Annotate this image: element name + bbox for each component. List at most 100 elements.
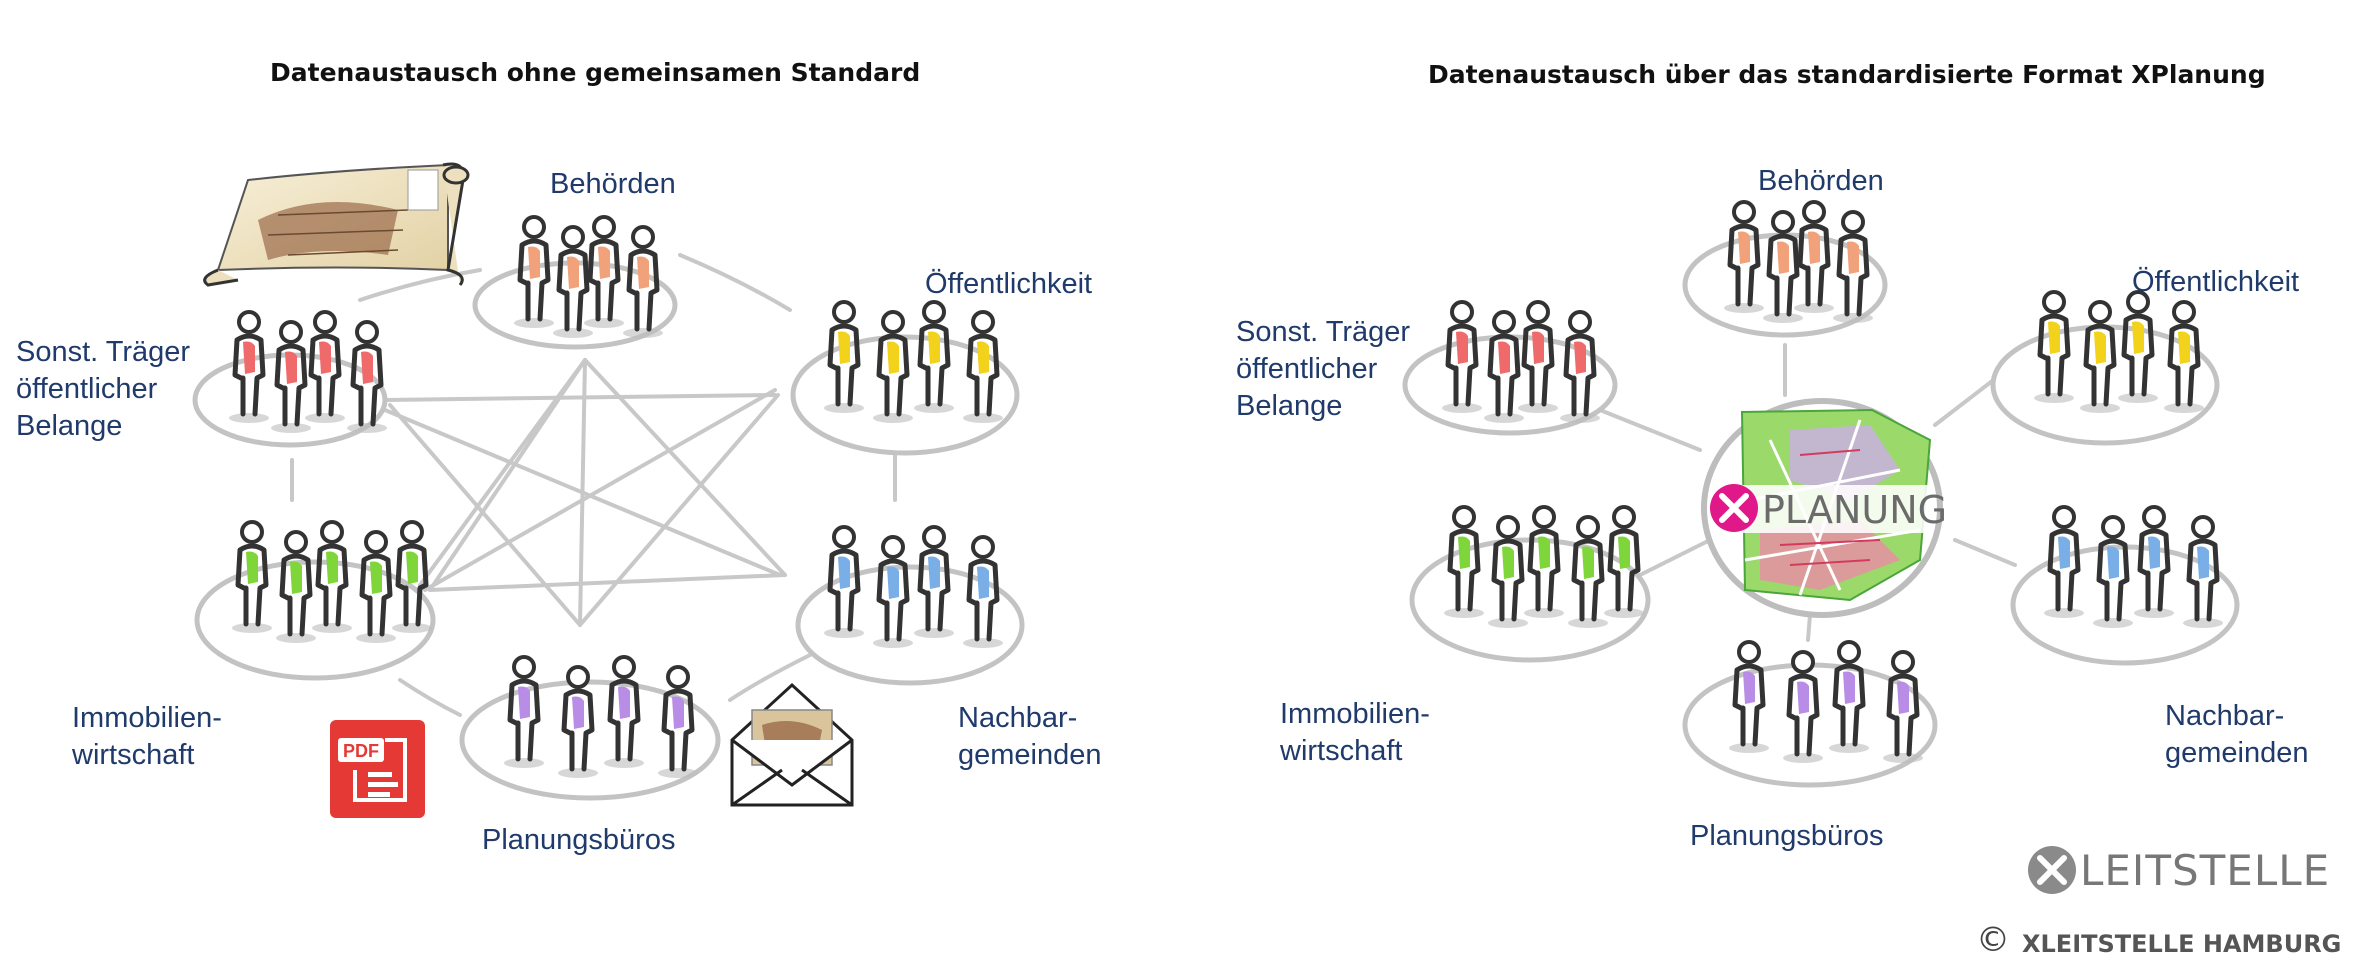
right-group-behoerden-people — [1724, 200, 1873, 323]
left-group-nachbar-people — [824, 525, 1003, 648]
person-figure — [1783, 650, 1823, 763]
person-figure — [1829, 640, 1869, 753]
right-label-sonst-line2: öffentlicher — [1236, 353, 1378, 385]
right-label-immo-line2: wirtschaft — [1280, 735, 1403, 767]
left-group-oeffentlichkeit-oval — [790, 334, 1020, 456]
person-figure — [658, 665, 698, 778]
left-group-immobilien-people — [232, 520, 432, 643]
left-label-immo-line1: Immobilien- — [72, 702, 222, 734]
person-figure — [963, 535, 1003, 648]
left-label-sonst-line2: öffentlicher — [16, 373, 158, 405]
left-panel-title: Datenaustausch ohne gemeinsamen Standard — [270, 58, 921, 87]
right-group-planung-people — [1729, 640, 1923, 763]
person-figure — [1488, 515, 1528, 628]
person-figure — [623, 225, 663, 338]
person-figure — [2080, 300, 2120, 413]
person-figure — [356, 530, 396, 643]
right-label-immo-line1: Immobilien- — [1280, 698, 1430, 730]
right-group-immobilien-people — [1444, 505, 1644, 628]
person-figure — [963, 310, 1003, 423]
right-spokes — [1598, 343, 2017, 642]
person-figure — [229, 310, 269, 423]
person-figure — [1442, 300, 1482, 413]
right-label-behoerden: Behörden — [1758, 165, 1884, 197]
xleitstelle-logo-text: LEITSTELLE — [2080, 846, 2331, 895]
right-panel-title: Datenaustausch über das standardisierte … — [1428, 60, 2266, 89]
person-figure — [2044, 505, 2084, 618]
left-group-behoerden-people — [514, 215, 663, 338]
person-figure — [1833, 210, 1873, 323]
person-figure — [824, 300, 864, 413]
right-label-planungsbueros: Planungsbüros — [1690, 820, 1884, 852]
xplanung-map-icon: PLANUNG — [1701, 398, 1947, 618]
person-figure — [347, 320, 387, 433]
person-figure — [914, 300, 954, 413]
right-label-sonst-line1: Sonst. Träger — [1236, 316, 1411, 348]
person-figure — [271, 320, 311, 433]
person-figure — [232, 520, 272, 633]
person-figure — [2093, 515, 2133, 628]
person-figure — [2134, 505, 2174, 618]
right-group-nachbar-people — [2044, 505, 2223, 628]
right-label-nachbar-line1: Nachbar- — [2165, 700, 2285, 732]
right-label-nachbar-line2: gemeinden — [2165, 737, 2309, 769]
plan-scroll-icon — [203, 162, 470, 287]
person-figure — [1518, 300, 1558, 413]
person-figure — [312, 520, 352, 633]
right-label-sonst: Sonst. Träger öffentlicher Belange — [1236, 314, 1410, 425]
person-figure — [1568, 515, 1608, 628]
left-label-nachbar-line2: gemeinden — [958, 739, 1102, 771]
left-label-sonst-line3: Belange — [16, 410, 123, 442]
envelope-icon — [730, 682, 854, 807]
person-figure — [2164, 300, 2204, 413]
person-figure — [392, 520, 432, 633]
left-label-immobilien: Immobilien- wirtschaft — [72, 700, 222, 774]
right-label-oeffentlichkeit: Öffentlichkeit — [2132, 266, 2300, 298]
person-figure — [1604, 505, 1644, 618]
left-label-sonst-line1: Sonst. Träger — [16, 336, 191, 368]
person-figure — [1763, 210, 1803, 323]
person-figure — [514, 215, 554, 328]
people-figures — [229, 200, 2223, 778]
left-label-nachbar-line1: Nachbar- — [958, 702, 1078, 734]
left-label-oeffentlichkeit: Öffentlichkeit — [925, 268, 1093, 300]
right-label-nachbar: Nachbar- gemeinden — [2165, 698, 2309, 772]
left-group-sonst-people — [229, 310, 387, 433]
person-figure — [2183, 515, 2223, 628]
person-figure — [2118, 290, 2158, 403]
copyright-footer-text: XLEITSTELLE HAMBURG — [2022, 930, 2342, 958]
person-figure — [1560, 310, 1600, 423]
person-figure — [1883, 650, 1923, 763]
person-figure — [873, 535, 913, 648]
right-group-oeffentlichkeit-people — [2034, 290, 2204, 413]
left-label-sonst: Sonst. Träger öffentlicher Belange — [16, 334, 190, 445]
copyright-symbol: © — [1976, 920, 2010, 960]
right-group-sonst-people — [1442, 300, 1600, 423]
left-mesh-lines — [290, 253, 897, 717]
person-figure — [1794, 200, 1834, 313]
person-figure — [2034, 290, 2074, 403]
left-label-immo-line2: wirtschaft — [72, 739, 195, 771]
person-figure — [1724, 200, 1764, 313]
person-figure — [873, 310, 913, 423]
right-label-immobilien: Immobilien- wirtschaft — [1280, 696, 1430, 770]
person-figure — [553, 225, 593, 338]
left-group-oeffentlichkeit-people — [824, 300, 1003, 423]
right-label-sonst-line3: Belange — [1236, 390, 1343, 422]
xplanung-hub-label: PLANUNG — [1762, 488, 1947, 532]
left-label-planungsbueros: Planungsbüros — [482, 824, 676, 856]
person-figure — [1444, 505, 1484, 618]
xleitstelle-logo-icon — [2028, 846, 2076, 894]
person-figure — [276, 530, 316, 643]
left-label-behoerden: Behörden — [550, 168, 676, 200]
person-figure — [1484, 310, 1524, 423]
person-figure — [305, 310, 345, 423]
person-figure — [558, 665, 598, 778]
pdf-icon: PDF — [330, 720, 425, 818]
left-group-planung-people — [504, 655, 698, 778]
person-figure — [824, 525, 864, 638]
person-figure — [1524, 505, 1564, 618]
person-figure — [914, 525, 954, 638]
person-figure — [604, 655, 644, 768]
